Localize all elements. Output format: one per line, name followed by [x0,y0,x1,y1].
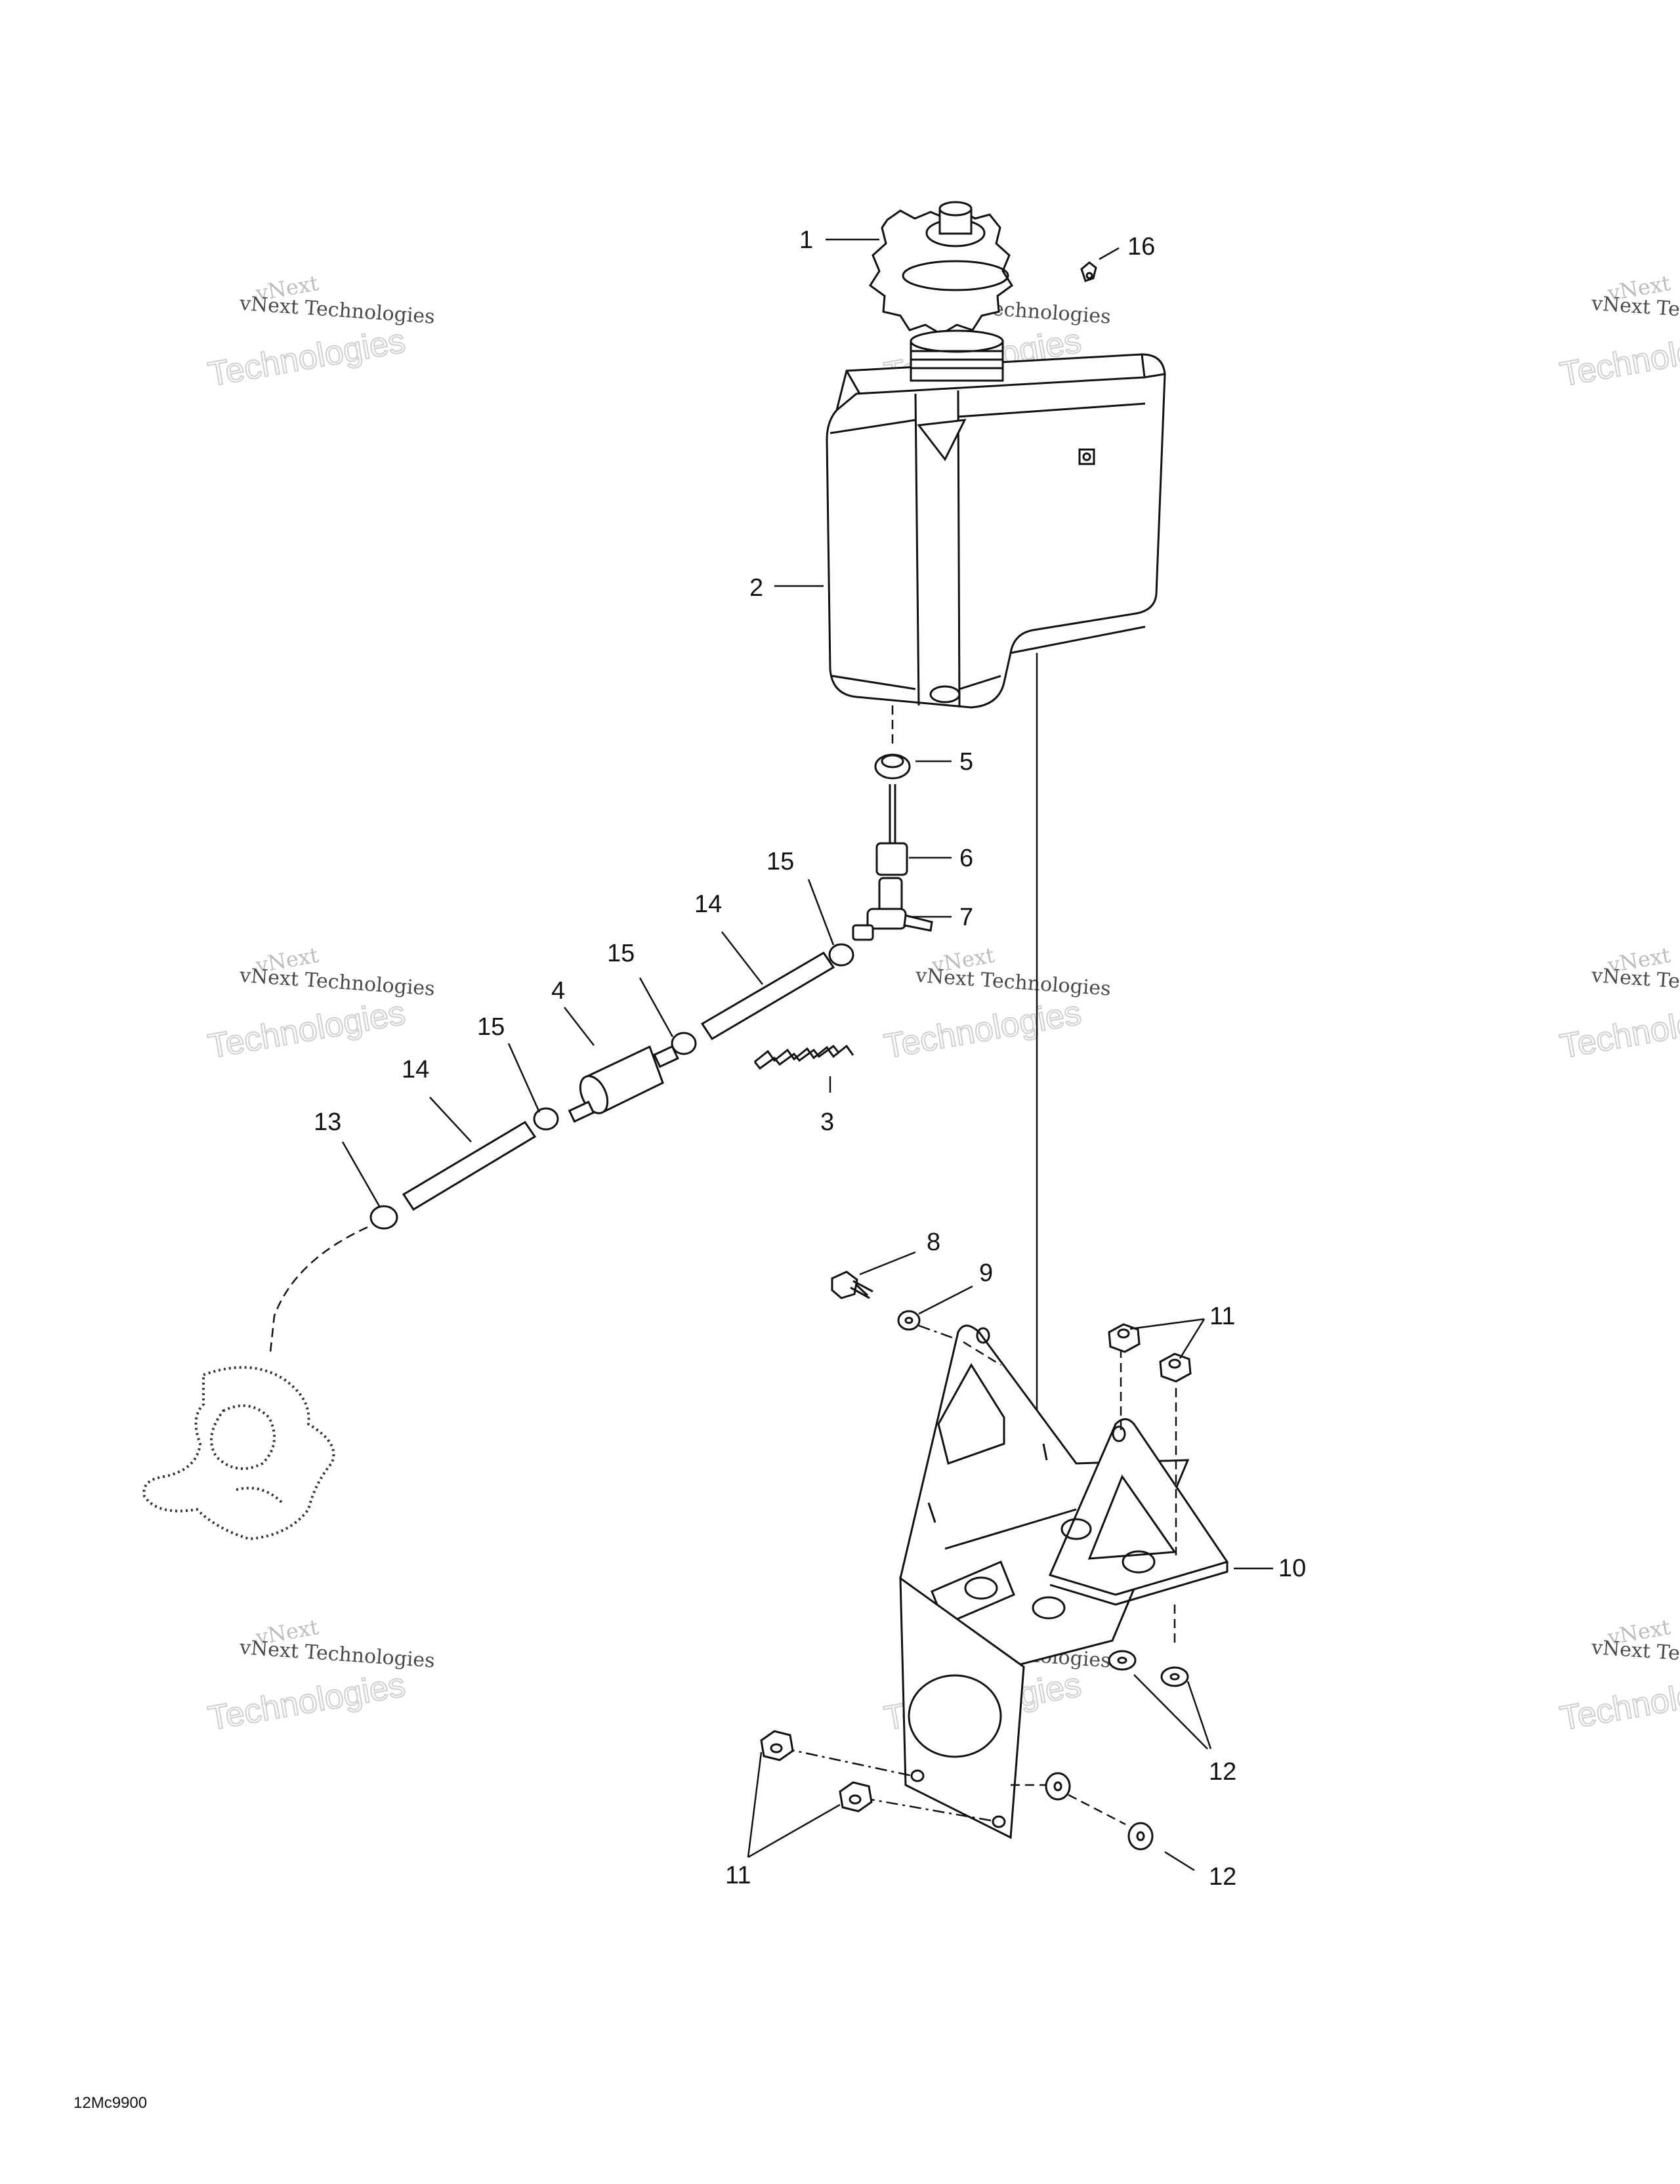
watermark-mid-left: vNext vNext Technologies Technologies [205,942,436,1066]
vent-fitting [1080,261,1097,282]
watermark-top-right: vNext vNext Technologies Technologies [1557,270,1680,394]
shutoff-valve [852,877,933,941]
connection-line [862,1797,995,1822]
filler-cap [868,201,1014,335]
oil-tank [826,329,1166,709]
mounting-bracket [899,1324,1229,1839]
watermark-text: vNext Technologies [238,292,436,329]
watermark-text: Technologies [1557,1666,1680,1738]
callout-12: 12 [1209,1758,1236,1786]
nut [1159,1353,1192,1383]
watermark-text: vNext Technologies [238,964,436,1001]
hose-clamp [369,1205,398,1230]
washer [1160,1666,1189,1687]
drawing-code: 12Mc9900 [74,2094,147,2112]
washer [897,1310,921,1331]
callout-7: 7 [959,904,973,931]
spring [753,1044,854,1070]
washer [1127,1822,1154,1851]
watermark-text: Technologies [1557,994,1680,1066]
nut [760,1730,794,1761]
watermark-text: Technologies [205,994,408,1066]
callout-15: 15 [607,940,635,967]
callout-16: 16 [1127,233,1155,261]
watermark-text: vNext Technologies [1590,1636,1680,1673]
watermark-mid-center: vNext vNext Technologies Technologies [881,942,1112,1066]
watermark-text: vNext Technologies [238,1636,436,1673]
hose-clamp [671,1032,697,1055]
fuel-hose [402,1120,537,1211]
callout-10: 10 [1278,1555,1306,1582]
callout-6: 6 [959,845,973,872]
callout-labels: 1 16 2 5 6 7 15 14 15 4 15 14 13 3 8 9 1… [314,226,1306,1891]
fuel-hose [700,951,835,1041]
watermark-text: Technologies [205,1666,408,1738]
watermark-text: Technologies [205,322,408,394]
callout-5: 5 [959,748,973,776]
watermark-top-left: vNext vNext Technologies Technologies [205,270,436,394]
washer [1108,1650,1137,1671]
callout-15: 15 [477,1013,505,1041]
callout-1: 1 [799,226,813,254]
hose-clamp [533,1107,559,1131]
watermark-text: vNext Technologies [1590,292,1680,329]
connection-line [269,1226,368,1353]
connection-line [782,1747,913,1777]
strainer [875,784,908,876]
carburetor-reference [142,1366,335,1541]
callout-3: 3 [820,1108,834,1136]
nut [839,1781,873,1813]
watermark-text: vNext Technologies [914,964,1112,1001]
callout-11: 11 [725,1862,751,1889]
screw [831,1270,873,1299]
callout-2: 2 [749,574,763,602]
callout-4: 4 [551,977,565,1005]
watermark-bottom-left: vNext vNext Technologies Technologies [205,1614,436,1738]
leader-lines [341,238,1273,1872]
callout-8: 8 [927,1228,940,1256]
callout-14: 14 [694,891,722,918]
fuel-filter [568,1045,679,1123]
hose-clamp [828,943,854,967]
callout-13: 13 [314,1108,341,1136]
nut [1108,1323,1141,1353]
callout-12: 12 [1209,1863,1236,1891]
connection-line [963,1341,1001,1366]
connection-line [1068,1794,1126,1826]
watermark-text: Technologies [881,994,1084,1066]
grommet [874,753,911,780]
lower-hose-assembly [369,1107,559,1230]
watermark-text: vNext Technologies [1590,964,1680,1001]
watermark-mid-right: vNext vNext Technologies Technologies [1557,942,1680,1066]
washer [1045,1772,1071,1801]
watermark-text: Technologies [1557,322,1680,394]
callout-14: 14 [402,1056,429,1083]
upper-hose-assembly [671,943,854,1055]
callout-15: 15 [766,848,794,875]
callout-11: 11 [1209,1303,1235,1330]
watermark-bottom-right: vNext vNext Technologies Technologies [1557,1614,1680,1738]
callout-9: 9 [979,1259,993,1287]
